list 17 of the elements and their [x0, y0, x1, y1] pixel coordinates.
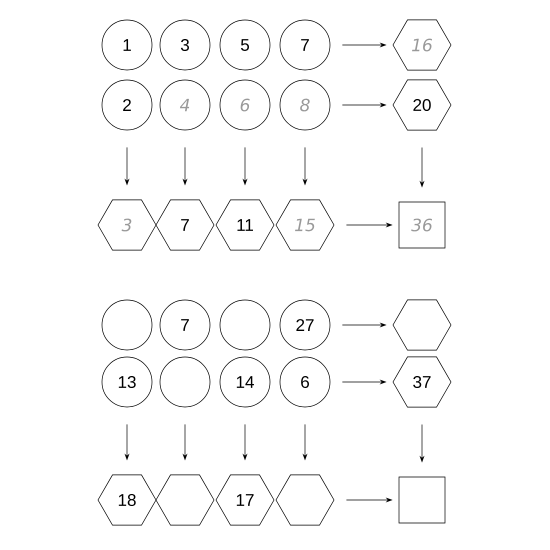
answer-square: 36 [398, 202, 446, 248]
number-hexagon [156, 474, 214, 526]
number-hexagon: 11 [216, 200, 274, 250]
number-hexagon: 7 [156, 200, 214, 250]
number-hexagon: 3 [98, 200, 156, 250]
number-hexagon: 20 [392, 80, 452, 130]
number-circle [220, 300, 270, 350]
number-hexagon [276, 474, 334, 526]
number-hexagon [392, 300, 452, 350]
number-hexagon: 18 [98, 474, 156, 526]
number-hexagon: 37 [392, 356, 452, 408]
number-circle [102, 300, 152, 350]
number-hexagon: 17 [216, 474, 274, 526]
number-hexagon: 15 [276, 200, 334, 250]
answer-square [398, 476, 446, 524]
number-hexagon: 16 [392, 20, 452, 70]
number-circle [160, 356, 210, 408]
